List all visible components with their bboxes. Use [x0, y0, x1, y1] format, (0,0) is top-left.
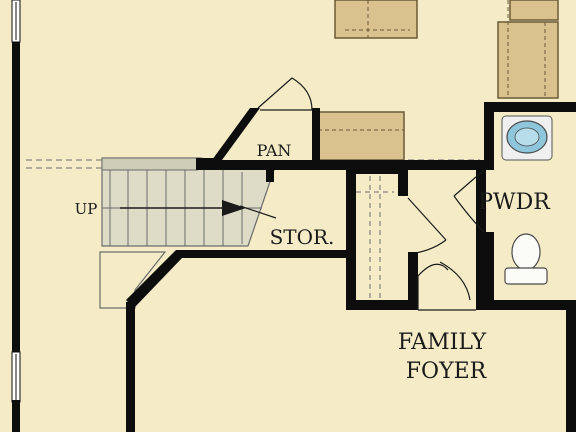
coat-closet [346, 166, 408, 310]
sink-icon [501, 115, 553, 161]
powder-door [453, 169, 485, 233]
foyer-walls [408, 170, 576, 310]
toilet-icon [504, 233, 548, 285]
storage-label: STOR. [270, 225, 335, 249]
foyer-door [417, 261, 476, 311]
staircase [101, 157, 277, 247]
family-foyer-label-line2: FOYER [406, 359, 488, 384]
stairs-up-label: UP [75, 200, 98, 218]
right-counter [497, 0, 559, 99]
pantry-door [257, 77, 313, 111]
pantry-label: PAN [257, 141, 292, 160]
powder-room-label: PWDR [478, 190, 551, 215]
pantry-shelf [317, 111, 405, 161]
stair-direction-arrow-icon [222, 200, 246, 216]
storage-walls [126, 166, 350, 432]
right-exterior-wall [566, 310, 576, 432]
powder-walls [408, 102, 576, 302]
pantry-walls [196, 108, 412, 170]
family-foyer-label-line1: FAMILY [398, 330, 487, 355]
left-exterior-wall [11, 0, 21, 432]
kitchen-island [334, 0, 418, 39]
